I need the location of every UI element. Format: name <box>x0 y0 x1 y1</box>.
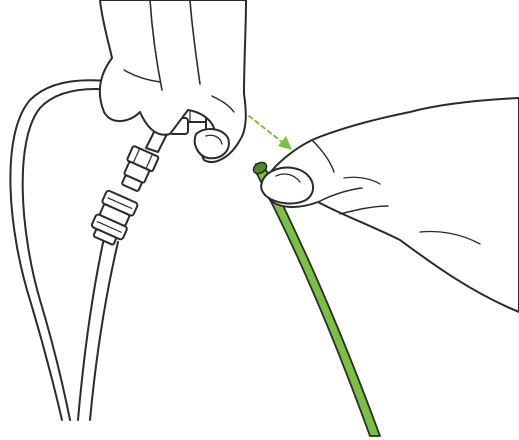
clear-tubing <box>10 80 160 420</box>
right-hand-palm <box>266 98 519 312</box>
tubing-loop-outer <box>10 80 160 420</box>
tubing-loop-inner <box>23 89 160 420</box>
tubing-lower-outer <box>78 238 104 420</box>
quick-connect-fitting <box>88 190 139 248</box>
hex-coupling <box>117 146 159 194</box>
upper-hand-thumb <box>195 129 229 158</box>
right-hand <box>261 98 519 312</box>
tubing-lower-inner <box>90 242 118 420</box>
dashed-arrow-icon <box>249 116 292 150</box>
right-hand-thumb <box>261 168 313 204</box>
upper-hand <box>100 0 246 162</box>
